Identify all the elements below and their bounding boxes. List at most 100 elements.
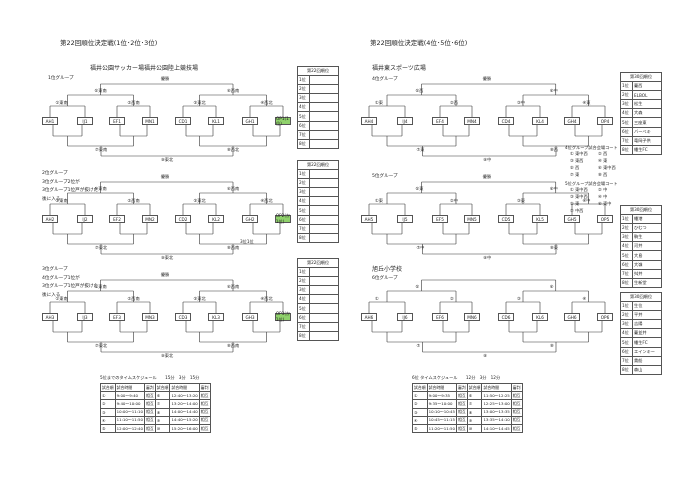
final-label: 優勝 xyxy=(160,174,170,179)
schedule-cell: 14:40～15:20 xyxy=(169,415,200,425)
team-box: MN1 xyxy=(142,117,158,125)
court-note: ② 中 xyxy=(598,187,608,192)
right-title: 第22回順位決定戦(4位･5位･6位) xyxy=(370,39,468,47)
schedule-cell: 試合順 xyxy=(466,382,483,393)
schedule-cell: 相互 xyxy=(198,407,211,417)
schedule-cell: ② xyxy=(100,399,116,409)
team-box: CD3 xyxy=(175,313,191,321)
schedule-cell: 15:20～16:00 xyxy=(169,423,200,434)
match-label: ⑧西南 xyxy=(227,245,240,250)
left-schedule-caption: 5位までのタイムスケジュール 15分 3分 15分 xyxy=(100,375,200,380)
schedule-cell: 試合順 xyxy=(154,382,171,393)
rank-team xyxy=(309,321,339,332)
schedule-cell: 審判 xyxy=(456,382,468,393)
rank-team xyxy=(309,303,339,314)
group-label: 4位グループ xyxy=(372,77,398,82)
rank-position: 3位 xyxy=(620,232,633,243)
rank-team xyxy=(309,169,339,180)
match-label: ④ xyxy=(582,296,587,301)
final-label: 優勝 xyxy=(482,76,492,81)
rank-position: 1位 xyxy=(297,75,310,86)
ranking-title: 第22回順位 xyxy=(297,257,339,269)
schedule-cell: 14:10～14:45 xyxy=(481,423,512,434)
match-label: ⑦東北 xyxy=(95,343,108,348)
schedule-cell: ⑨ xyxy=(466,415,483,425)
schedule-cell: 12:40～13:20 xyxy=(169,391,200,401)
schedule-cell: ⑤ xyxy=(100,423,116,434)
right-venue-2: 旭丘小学校 xyxy=(372,266,403,273)
rank-team xyxy=(309,223,339,234)
rank-team xyxy=(309,312,339,323)
schedule-cell: 相互 xyxy=(144,407,156,417)
rank-team xyxy=(309,205,339,216)
schedule-cell: 14:00～14:40 xyxy=(169,407,200,417)
team-box: CD1 xyxy=(175,117,191,125)
court-note: ④ 東 xyxy=(598,158,608,163)
schedule-cell: 13:35～14:10 xyxy=(481,415,512,425)
right-schedule-caption: 6位 タイムスケジュール 12分 3分 12分 xyxy=(412,375,501,380)
rank-team: 貴船 xyxy=(632,355,662,366)
rank-position: 3位 xyxy=(297,93,310,104)
team-box: KL3 xyxy=(208,313,224,321)
schedule-cell: 試合時間 xyxy=(481,382,512,393)
team-box: MN4 xyxy=(464,117,480,125)
schedule-cell: 相互 xyxy=(144,391,156,401)
rank-position: 5位 xyxy=(297,111,310,122)
rank-position: 6位 xyxy=(620,259,633,270)
ranking-title: 第30回順位 xyxy=(620,71,662,83)
schedule-cell: 相互 xyxy=(198,399,211,409)
schedule-cell: 12:00～12:40 xyxy=(114,423,146,434)
schedule-cell: 9:35～10:00 xyxy=(426,399,458,409)
rank-team: 竜岡子供 xyxy=(632,135,662,146)
team-box: AH1 xyxy=(42,117,58,125)
match-label: ⑦中 xyxy=(416,245,425,250)
schedule-cell: 審判 xyxy=(144,382,156,393)
schedule-cell: 相互 xyxy=(510,407,523,417)
schedule-cell: 9:40～10:00 xyxy=(114,399,146,409)
rank-position: 2位 xyxy=(620,90,633,101)
match-label: ⑤東南 xyxy=(94,186,107,191)
rank-position: 5位 xyxy=(297,303,310,314)
schedule-cell: 10:00～11:10 xyxy=(114,407,146,417)
team-box: MN2 xyxy=(142,215,158,223)
schedule-cell: 相互 xyxy=(144,399,156,409)
team-box: GH1 xyxy=(242,117,258,125)
schedule-cell: 相互 xyxy=(144,415,156,425)
team-box: OP1(1位) xyxy=(275,116,291,126)
rank-team: バーベキ xyxy=(632,126,662,137)
match-label: ⑧西南 xyxy=(227,343,240,348)
match-label: ⑨中 xyxy=(483,157,492,162)
ranking-title: 第30回順位 xyxy=(620,204,662,216)
team-box: CD6 xyxy=(498,313,514,321)
schedule-cell: 9:00～9:35 xyxy=(426,391,458,401)
team-box: EF1 xyxy=(109,117,125,125)
schedule-cell: 11:10～11:50 xyxy=(114,415,146,425)
schedule-cell: 相互 xyxy=(510,391,523,401)
court-note: ⑥ 東中 xyxy=(598,201,612,206)
team-box: IJ6 xyxy=(397,313,413,321)
rank-team: 大島 xyxy=(632,250,662,261)
team-box: KL2 xyxy=(208,215,224,223)
rank-team xyxy=(309,276,339,287)
rank-team: 幡港 xyxy=(632,214,662,225)
rank-position: 2位 xyxy=(297,276,310,287)
schedule-cell: 審判 xyxy=(198,382,211,393)
team-box: OP3(か1位) xyxy=(275,311,291,322)
court-note: ① 東中西 xyxy=(570,187,588,192)
rank-team xyxy=(309,178,339,189)
schedule-cell: 相互 xyxy=(198,391,211,401)
schedule-cell: ⑥ xyxy=(154,391,171,401)
match-label: ② xyxy=(450,296,454,301)
match-label: ③東北 xyxy=(193,296,206,301)
court-note: ② 西 xyxy=(598,151,608,156)
rank-team: 生位 xyxy=(632,301,662,312)
rank-position: 6位 xyxy=(620,126,633,137)
schedule-cell: 9:00～9:40 xyxy=(114,391,146,401)
schedule-cell: ⑥ xyxy=(466,391,483,401)
schedule-cell: ① xyxy=(412,391,428,401)
court-note: ① 東中西 xyxy=(570,151,588,156)
team-box: AH4 xyxy=(361,117,377,125)
match-label: ⑤東 xyxy=(415,186,424,191)
court-note: ⑦ 中西 xyxy=(570,208,584,213)
match-label: ⑧西北 xyxy=(227,147,240,152)
